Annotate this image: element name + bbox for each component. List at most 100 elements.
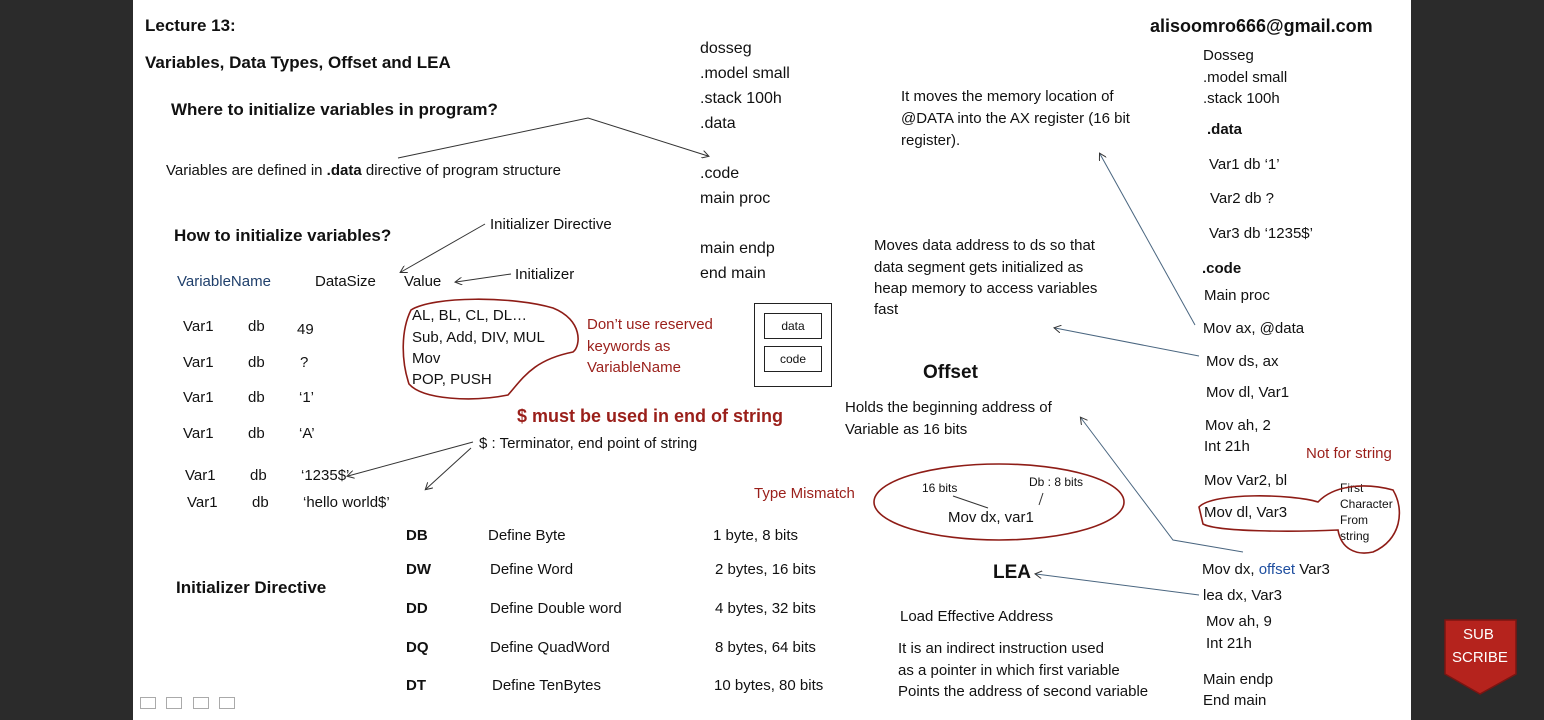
var-row-name: Var1 bbox=[185, 467, 216, 484]
first-char-note: string bbox=[1340, 529, 1370, 543]
code-line: Int 21h bbox=[1206, 635, 1252, 652]
var-row-name: Var1 bbox=[183, 425, 214, 442]
db-8-bits-label: Db : 8 bits bbox=[1029, 475, 1084, 489]
var-row-value: ‘A’ bbox=[299, 425, 315, 442]
reserved-keyword: POP, PUSH bbox=[412, 371, 492, 388]
initializer-directive-label: Initializer Directive bbox=[490, 216, 612, 233]
lea-title: LEA bbox=[993, 562, 1031, 583]
ax-note: register). bbox=[901, 132, 961, 149]
first-char-note: First bbox=[1340, 481, 1364, 495]
directive-size: 1 byte, 8 bits bbox=[713, 527, 799, 544]
directive-code: DQ bbox=[406, 639, 429, 656]
directive-name: Define TenBytes bbox=[492, 677, 601, 694]
code-line: Var1 db ‘1’ bbox=[1209, 156, 1280, 173]
structure-line: dosseg bbox=[700, 40, 752, 57]
var-row-name: Var1 bbox=[183, 354, 214, 371]
reserved-note: Don’t use reserved bbox=[587, 316, 713, 333]
lecture-topic: Variables, Data Types, Offset and LEA bbox=[145, 53, 451, 72]
offset-description: Variable as 16 bits bbox=[845, 421, 968, 438]
offset-description: Holds the beginning address of bbox=[845, 399, 1052, 416]
lea-full-name: Load Effective Address bbox=[900, 608, 1054, 625]
code-line: Int 21h bbox=[1204, 438, 1250, 455]
col-data-size: DataSize bbox=[315, 273, 376, 290]
var-row-name: Var1 bbox=[183, 318, 214, 335]
reserved-keyword: AL, BL, CL, DL… bbox=[412, 307, 528, 324]
var-row-value: ? bbox=[300, 354, 309, 371]
directive-size: 8 bytes, 64 bits bbox=[715, 639, 816, 656]
author-email: alisoomro666@gmail.com bbox=[1150, 16, 1373, 36]
structure-line: main endp bbox=[700, 240, 775, 257]
code-line: lea dx, Var3 bbox=[1203, 587, 1282, 604]
directive-size: 4 bytes, 32 bits bbox=[715, 600, 816, 617]
subscribe-badge-shape bbox=[1444, 619, 1517, 695]
structure-line: main proc bbox=[700, 190, 771, 207]
var-row-name: Var1 bbox=[183, 389, 214, 406]
lea-description: Points the address of second variable bbox=[898, 683, 1149, 700]
code-line: Main proc bbox=[1204, 287, 1270, 304]
reserved-note: VariableName bbox=[587, 359, 681, 376]
code-line: Mov ah, 9 bbox=[1206, 613, 1272, 630]
directive-size: 2 bytes, 16 bits bbox=[715, 561, 816, 578]
initializer-label: Initializer bbox=[515, 266, 575, 283]
code-line: Mov dl, Var3 bbox=[1204, 504, 1288, 521]
ax-note: It moves the memory location of bbox=[901, 88, 1114, 105]
lecture-slide: Lecture 13: Variables, Data Types, Offse… bbox=[133, 0, 1411, 720]
structure-line: .stack 100h bbox=[700, 90, 782, 107]
code-line: Mov Var2, bl bbox=[1204, 472, 1288, 489]
initializer-directive-heading: Initializer Directive bbox=[176, 578, 327, 597]
next-slide-icon[interactable] bbox=[219, 697, 236, 709]
lea-description: It is an indirect instruction used bbox=[898, 640, 1104, 657]
slide-nav-controls[interactable] bbox=[140, 696, 241, 714]
reserved-keyword: Sub, Add, DIV, MUL bbox=[412, 329, 545, 346]
var-row-name: Var1 bbox=[187, 494, 218, 511]
answer-data-directive: Variables are defined in .data directive… bbox=[166, 162, 561, 179]
col-value: Value bbox=[404, 273, 442, 290]
data-segment-box: data bbox=[764, 313, 822, 339]
menu-icon[interactable] bbox=[192, 697, 209, 709]
segment-diagram bbox=[754, 303, 832, 387]
code-line-offset: Mov dx, offset Var3 bbox=[1202, 561, 1330, 578]
type-mismatch-label: Type Mismatch bbox=[754, 485, 855, 502]
var-row-size: db bbox=[248, 354, 265, 371]
ds-note: fast bbox=[874, 301, 899, 318]
directive-name: Define Byte bbox=[488, 527, 566, 544]
ds-note: heap memory to access variables bbox=[874, 280, 1098, 297]
first-char-note: From bbox=[1340, 513, 1368, 527]
code-line: Var2 db ? bbox=[1210, 190, 1274, 207]
var-row-size: db bbox=[252, 494, 269, 511]
var-row-value: ‘hello world$’ bbox=[303, 494, 390, 511]
reserved-note: keywords as bbox=[587, 338, 671, 355]
subscribe-line: SCRIBE bbox=[1452, 649, 1508, 666]
question-where: Where to initialize variables in program… bbox=[171, 100, 498, 119]
structure-line: .model small bbox=[700, 65, 790, 82]
question-how: How to initialize variables? bbox=[174, 226, 392, 245]
offset-title: Offset bbox=[923, 362, 978, 383]
code-line: Mov ds, ax bbox=[1206, 353, 1279, 370]
subscribe-line: SUB bbox=[1463, 626, 1494, 643]
var-row-value: ‘1’ bbox=[299, 389, 315, 406]
directive-name: Define Double word bbox=[490, 600, 622, 617]
directive-code: DW bbox=[406, 561, 431, 578]
code-line: .code bbox=[1202, 260, 1242, 277]
code-line: Var3 db ‘1235$’ bbox=[1209, 225, 1313, 242]
prev-slide-icon[interactable] bbox=[140, 697, 156, 709]
lea-description: as a pointer in which first variable bbox=[898, 662, 1120, 679]
structure-line: .data bbox=[700, 115, 736, 132]
var-row-size: db bbox=[248, 425, 265, 442]
var-row-value: 49 bbox=[297, 321, 314, 338]
directive-name: Define QuadWord bbox=[490, 639, 610, 656]
reserved-keyword: Mov bbox=[412, 350, 441, 367]
not-for-string-note: Not for string bbox=[1306, 445, 1392, 462]
var-row-size: db bbox=[248, 318, 265, 335]
code-line: Main endp bbox=[1203, 671, 1274, 688]
directive-code: DD bbox=[406, 600, 428, 617]
pen-icon[interactable] bbox=[166, 697, 183, 709]
subscribe-badge[interactable]: SUB SCRIBE bbox=[1443, 618, 1518, 696]
ax-note: @DATA into the AX register (16 bit bbox=[901, 110, 1130, 127]
directive-size: 10 bytes, 80 bits bbox=[714, 677, 824, 694]
lecture-number: Lecture 13: bbox=[145, 16, 236, 35]
code-line: Dosseg bbox=[1203, 47, 1254, 64]
code-line: Mov ax, @data bbox=[1203, 320, 1305, 337]
structure-line: end main bbox=[700, 265, 766, 282]
ds-note: data segment gets initialized as bbox=[874, 259, 1084, 276]
